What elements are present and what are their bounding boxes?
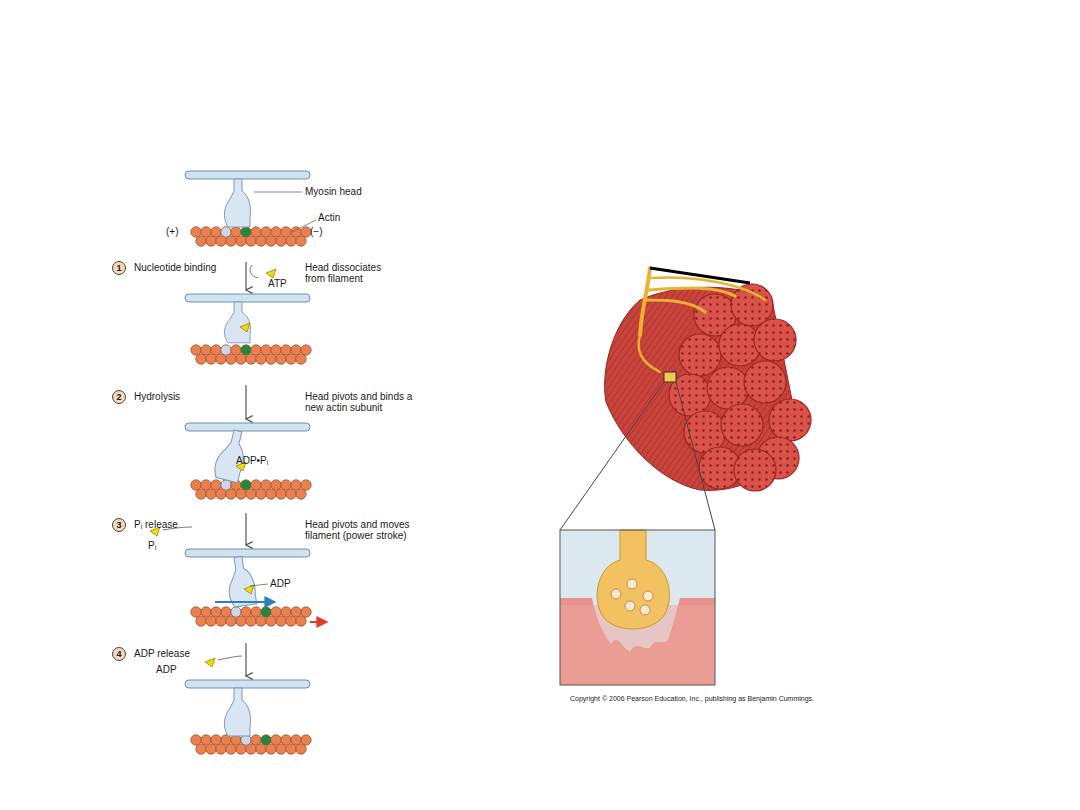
leader-line [650, 268, 750, 283]
cross-bridge-cycle [150, 171, 326, 754]
motion-arrow [310, 621, 326, 623]
myosin-head [224, 179, 250, 227]
step-arrow [245, 513, 246, 545]
nucleotide [244, 585, 254, 594]
step-label: 1 [116, 264, 121, 273]
nucleotide-label: ADP [156, 664, 177, 675]
nucleotide [266, 269, 276, 278]
step-title: Hydrolysis [134, 391, 180, 402]
step-label: 3 [116, 521, 121, 530]
step-label: 4 [116, 650, 121, 659]
neuromuscular-junction-inset [560, 530, 715, 685]
nucleotide-label: ADP [270, 578, 291, 589]
actin-filament [191, 345, 311, 364]
actin-filament [191, 480, 311, 499]
part-label: Myosin head [305, 186, 362, 197]
polarity-label: (−) [310, 226, 323, 237]
thick-filament [185, 680, 310, 688]
nucleotide-label: ADP•Pᵢ [236, 455, 268, 466]
actin-filament [191, 735, 311, 754]
step-number: 1 [112, 261, 126, 275]
thick-filament [185, 171, 310, 179]
step-note: Head pivots and binds a new actin subuni… [305, 391, 420, 413]
step-number: 2 [112, 390, 126, 404]
myosin-head [224, 688, 250, 736]
actin-filament [191, 227, 311, 246]
motion-arrow [215, 601, 274, 603]
step-title: ADP release [134, 648, 190, 659]
polarity-label: (+) [166, 226, 179, 237]
nucleotide-label: ATP [268, 278, 287, 289]
step-arrow [245, 262, 246, 290]
step-note: Head pivots and moves filament (power st… [305, 519, 420, 541]
nucleotide [205, 658, 215, 667]
part-label: Actin [318, 212, 340, 223]
step-number: 4 [112, 647, 126, 661]
step-arrow [245, 385, 246, 419]
thick-filament [185, 549, 310, 557]
step-label: 2 [116, 393, 121, 402]
thick-filament [185, 423, 310, 431]
actin-filament [191, 607, 311, 626]
step-number: 3 [112, 518, 126, 532]
thick-filament [185, 294, 310, 302]
copyright-note: Copyright © 2006 Pearson Education, Inc.… [570, 695, 814, 703]
step-arrow [245, 643, 246, 676]
step-note: Head dissociates from filament [305, 262, 400, 284]
step-title: Nucleotide binding [134, 262, 216, 273]
nucleotide-label: Pᵢ [148, 540, 156, 551]
muscle-bundle [560, 268, 811, 530]
nucleotide [240, 323, 250, 332]
myosin-head [224, 302, 250, 343]
step-title: Pᵢ release [134, 519, 178, 530]
myosin-head [225, 555, 258, 607]
